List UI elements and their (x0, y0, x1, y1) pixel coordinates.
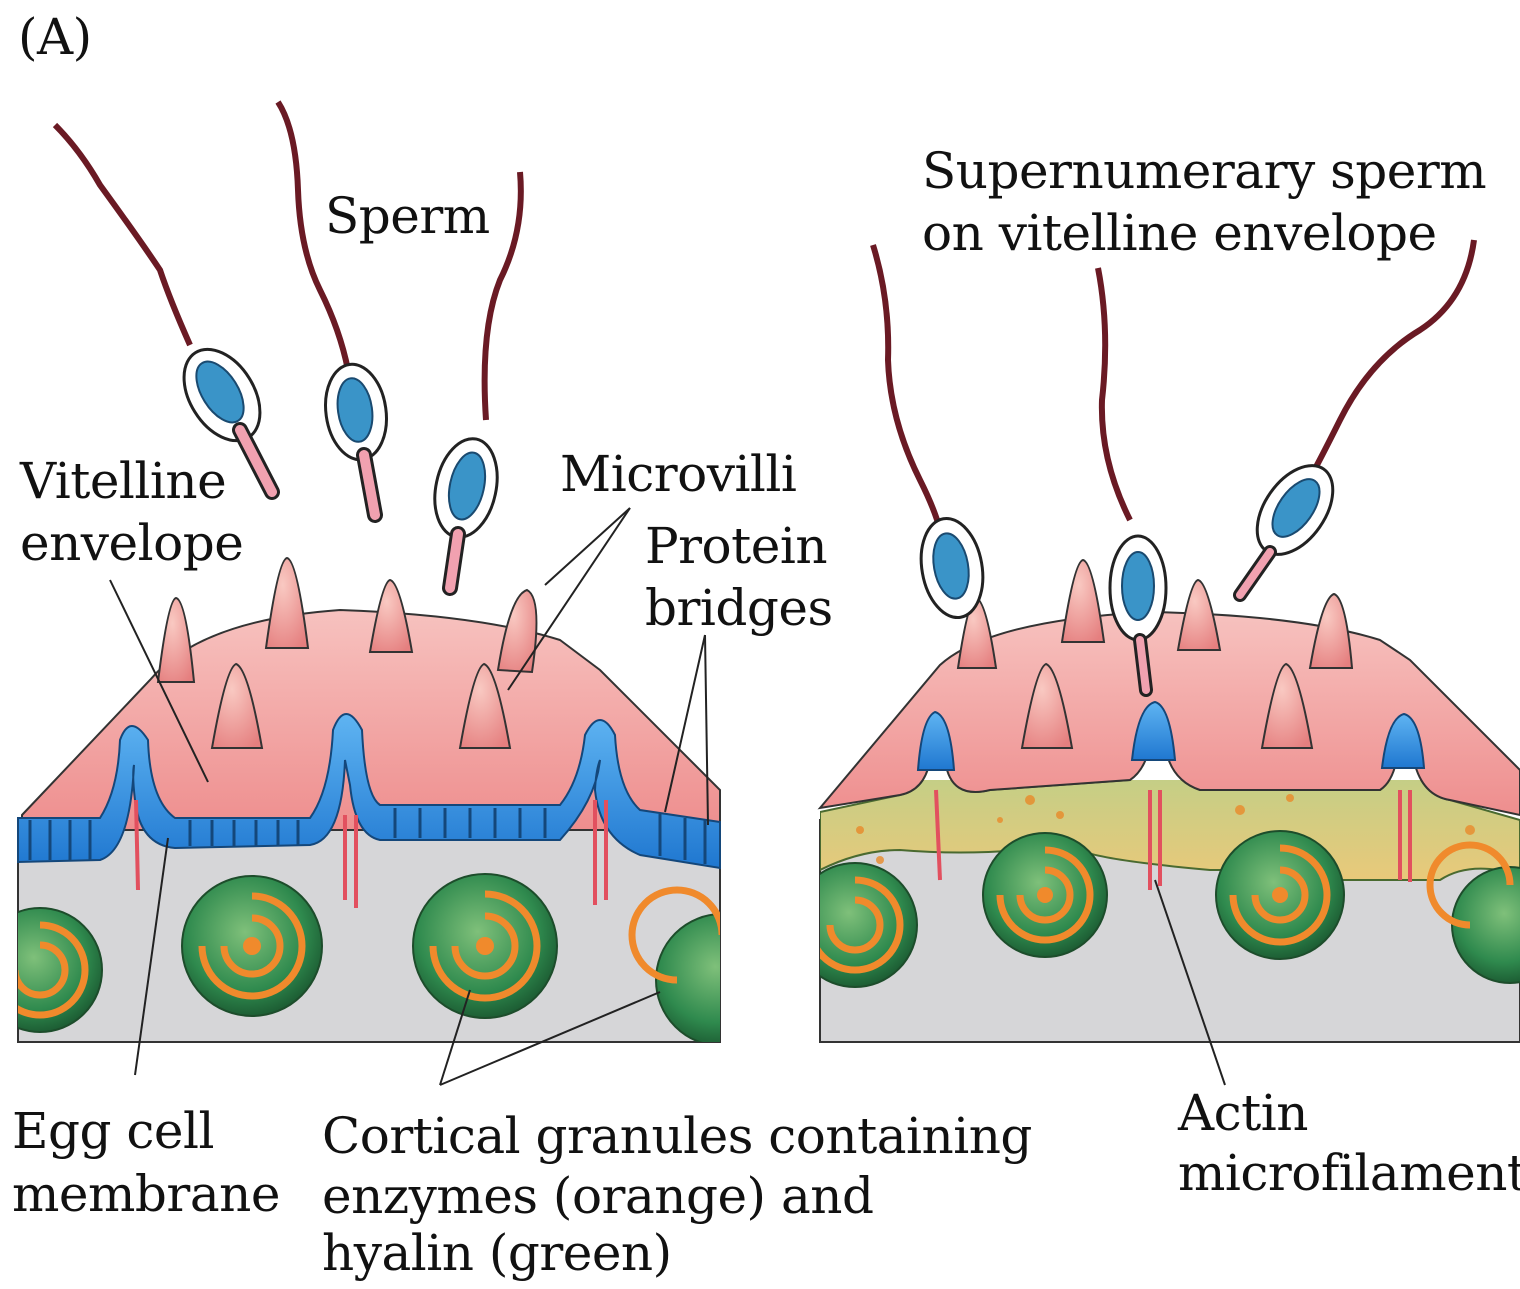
microvillus (1178, 580, 1220, 650)
microvillus (370, 580, 412, 652)
label-protein-line1: Protein (645, 515, 827, 577)
label-cortical-line2: enzymes (orange) and (322, 1165, 873, 1227)
label-supernumerary-line1: Supernumerary sperm (922, 140, 1486, 202)
label-protein-line2: bridges (645, 577, 833, 639)
cortical-granule (983, 833, 1107, 957)
label-supernumerary-line2: on vitelline envelope (922, 202, 1437, 264)
label-egg-line1: Egg cell (12, 1100, 214, 1162)
label-vitelline-line1: Vitelline (20, 450, 226, 512)
sperm-right-3 (1240, 240, 1474, 595)
sperm-right-1 (873, 245, 990, 622)
label-egg-line2: membrane (12, 1163, 280, 1225)
label-actin-line1: Actin (1178, 1082, 1308, 1144)
microvillus (1062, 560, 1104, 642)
panel-letter: (A) (18, 6, 92, 68)
microvillus (266, 558, 308, 648)
cortical-granule (182, 876, 322, 1016)
cortical-granule (793, 863, 917, 987)
label-microvilli: Microvilli (560, 443, 796, 505)
right-panel (793, 240, 1520, 1085)
label-cortical-line1: Cortical granules containing (322, 1105, 1032, 1167)
cortical-granule (413, 874, 557, 1018)
microvillus (158, 598, 194, 682)
cortical-granule (1216, 831, 1344, 959)
label-sperm: Sperm (325, 185, 490, 247)
label-actin-line2: microfilaments (1178, 1142, 1520, 1204)
sperm-left-2 (278, 102, 392, 515)
sperm-left-1 (55, 125, 276, 492)
label-vitelline-line2: envelope (20, 512, 243, 574)
label-cortical-line3: hyalin (green) (322, 1222, 672, 1284)
